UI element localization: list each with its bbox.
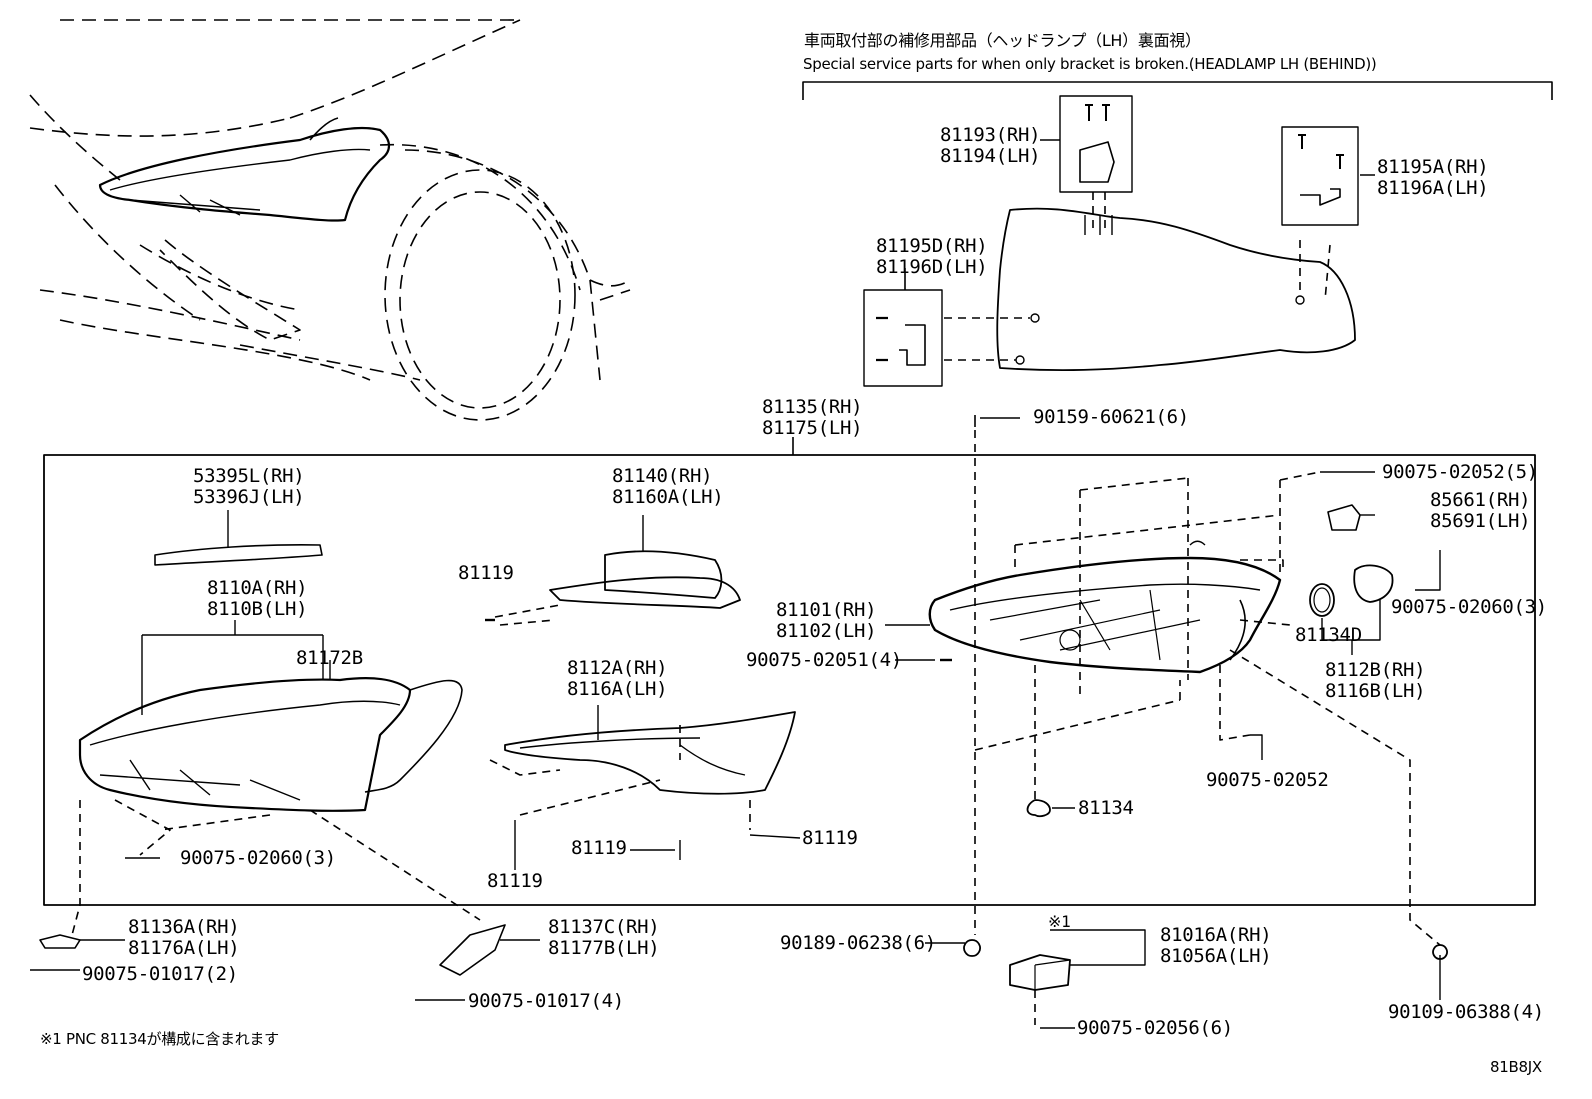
- right-housing: [885, 430, 1441, 946]
- part-label-85661[interactable]: 85661(RH) 85691(LH): [1430, 489, 1531, 532]
- part-label-81119-center[interactable]: 81119: [571, 837, 627, 859]
- part-label-81119-lower[interactable]: 81119: [487, 870, 543, 892]
- right-small-parts: [1309, 471, 1441, 655]
- footnote: ※1 PNC 81134が構成に含まれます: [40, 1030, 279, 1048]
- part-label-53395L[interactable]: 53395L(RH) 53396J(LH): [193, 465, 305, 508]
- center-lower-part: [489, 705, 801, 870]
- part-label-81193[interactable]: 81193(RH) 81194(LH): [940, 124, 1041, 167]
- part-label-8112B[interactable]: 8112B(RH) 8116B(LH): [1325, 659, 1426, 702]
- part-label-81016A[interactable]: 81016A(RH) 81056A(LH): [1160, 924, 1272, 967]
- part-label-81136A[interactable]: 81136A(RH) 81176A(LH): [128, 916, 240, 959]
- part-label-81134[interactable]: 81134: [1078, 797, 1134, 819]
- assembly-box: [43, 454, 1536, 906]
- part-label-81195A[interactable]: 81195A(RH) 81196A(LH): [1377, 156, 1489, 199]
- part-label-90075-01017-4[interactable]: 90075-01017(4): [468, 990, 624, 1012]
- bracket-section-title-jp: 車両取付部の補修用部品（ヘッドランプ（LH）裏面視）: [804, 31, 1201, 50]
- part-label-90109-06388[interactable]: 90109-06388(4): [1388, 1001, 1544, 1023]
- part-label-90075-02052-5[interactable]: 90075-02052(5): [1382, 461, 1538, 483]
- part-label-90075-02056[interactable]: 90075-02056(6): [1077, 1017, 1233, 1039]
- part-label-81101[interactable]: 81101(RH) 81102(LH): [776, 599, 877, 642]
- part-label-90075-02060-left[interactable]: 90075-02060(3): [180, 847, 336, 869]
- part-label-90075-02051[interactable]: 90075-02051(4): [746, 649, 902, 671]
- part-label-81135[interactable]: 81135(RH) 81175(LH): [762, 396, 863, 439]
- part-label-81172B[interactable]: 81172B: [296, 647, 363, 669]
- part-label-90075-02052[interactable]: 90075-02052: [1206, 769, 1329, 791]
- part-label-8112A[interactable]: 8112A(RH) 8116A(LH): [567, 657, 668, 700]
- bracket-section-title-en: Special service parts for when only brac…: [803, 55, 1377, 73]
- vehicle-front-illustration: [29, 19, 631, 421]
- part-label-8110A[interactable]: 8110A(RH) 8110B(LH): [207, 577, 308, 620]
- center-upper-part: [485, 515, 741, 626]
- bottom-parts: [30, 415, 1448, 1029]
- part-label-90159-60621[interactable]: 90159-60621(6): [1033, 406, 1189, 428]
- bracket-service-area: [802, 81, 1553, 387]
- part-label-81134D[interactable]: 81134D: [1295, 624, 1362, 646]
- part-label-81119-upper[interactable]: 81119: [458, 562, 514, 584]
- part-label-81140[interactable]: 81140(RH) 81160A(LH): [612, 465, 724, 508]
- drawing-code: 81B8JX: [1490, 1058, 1542, 1076]
- part-label-90075-02060-right[interactable]: 90075-02060(3): [1391, 596, 1547, 618]
- left-headlamp-assy: [71, 510, 481, 936]
- note-marker-1: ※1: [1048, 912, 1071, 931]
- part-label-81137C[interactable]: 81137C(RH) 81177B(LH): [548, 916, 660, 959]
- part-label-90189-06238[interactable]: 90189-06238(6): [780, 932, 936, 954]
- part-label-81195D[interactable]: 81195D(RH) 81196D(LH): [876, 235, 988, 278]
- part-label-90075-01017-2[interactable]: 90075-01017(2): [82, 963, 238, 985]
- part-label-81119-right[interactable]: 81119: [802, 827, 858, 849]
